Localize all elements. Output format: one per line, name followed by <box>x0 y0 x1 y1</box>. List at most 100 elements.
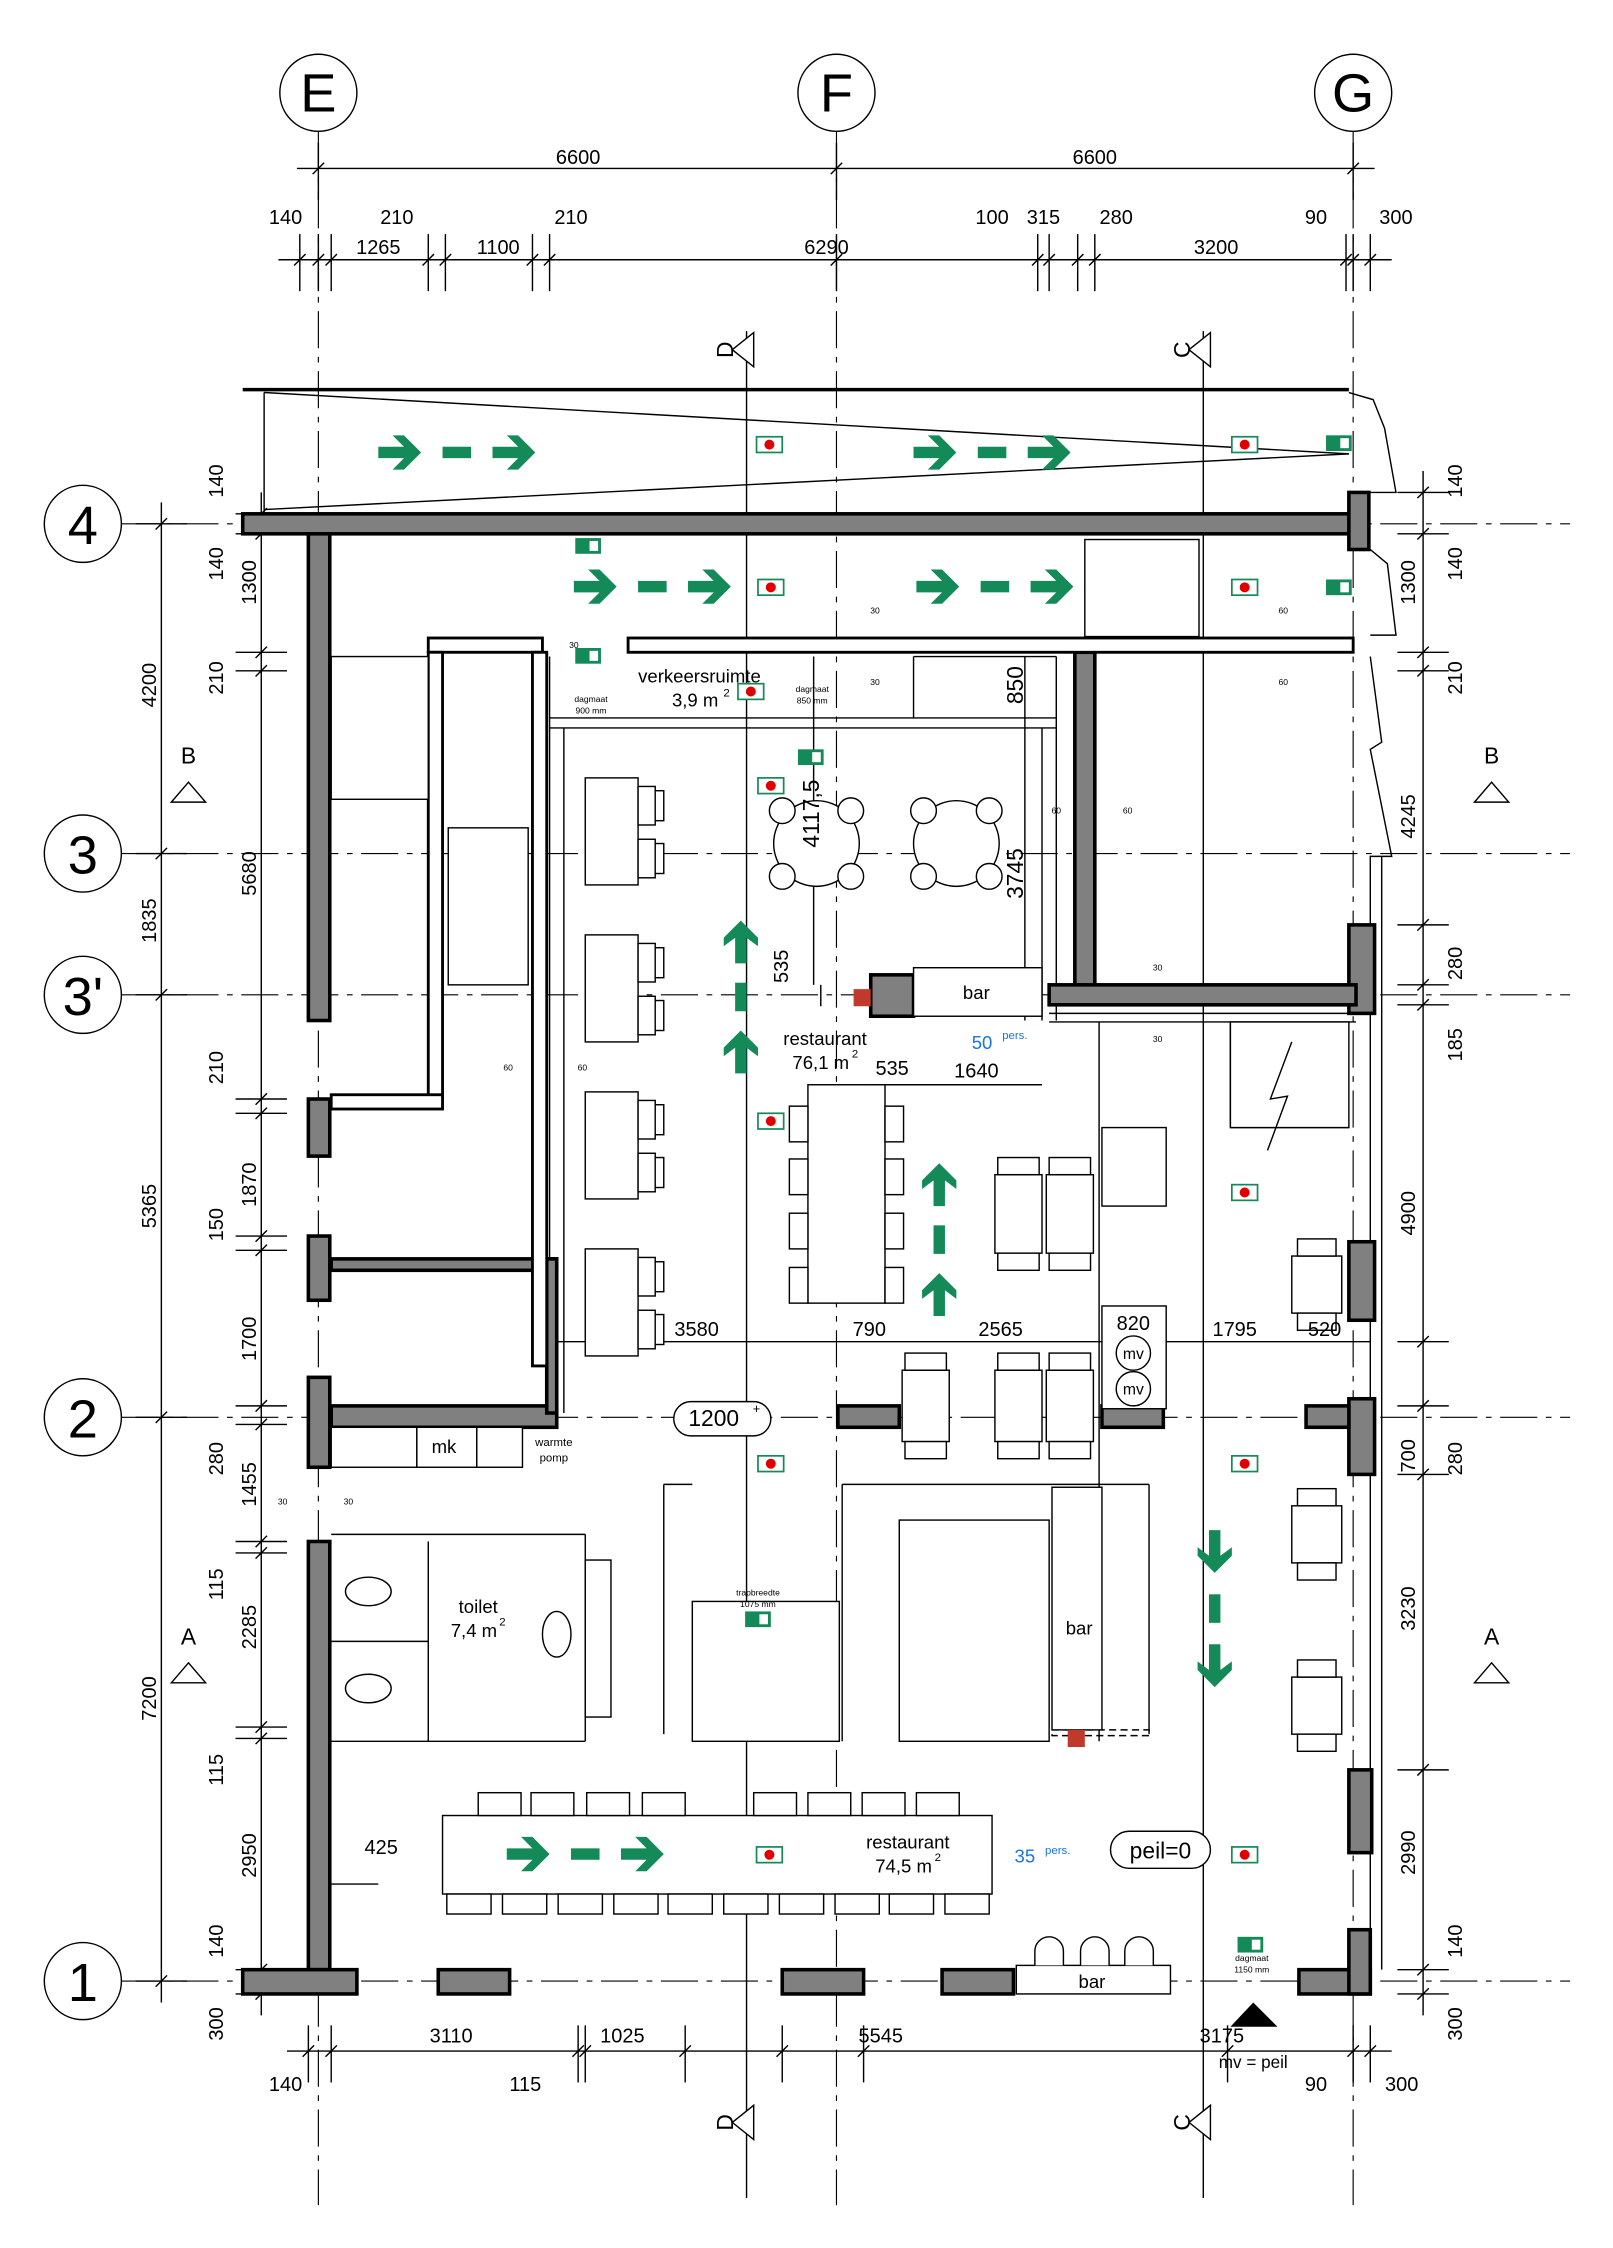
chair <box>768 862 796 890</box>
dimension-label: 425 <box>365 1837 398 1859</box>
wall <box>1347 490 1371 552</box>
dimension-tick <box>1042 253 1056 266</box>
dimension-tick <box>1364 2044 1377 2058</box>
dimension-tick <box>857 2044 870 2058</box>
dimension-label: 1835 <box>139 898 161 942</box>
toilet-bowl <box>344 1576 392 1607</box>
hatched-wall <box>626 636 1355 654</box>
room-name: toilet <box>459 1596 499 1617</box>
canopy-slope <box>264 391 1349 455</box>
dimension-tick <box>422 253 435 266</box>
dimension-label: 2990 <box>1398 1830 1420 1874</box>
fire-hose-reel-icon <box>853 989 871 1007</box>
chair <box>1296 1238 1337 1257</box>
dimension-tick <box>439 253 452 266</box>
fire-extinguisher-icon <box>765 780 776 791</box>
dimension-label: 6290 <box>804 237 848 259</box>
wall <box>240 512 1365 536</box>
dimension-tick <box>1346 2044 1360 2058</box>
staircase <box>447 827 529 986</box>
booth-table <box>584 777 639 886</box>
dimension-label: 90 <box>1305 207 1327 229</box>
table <box>994 1173 1043 1254</box>
round-table <box>772 800 861 888</box>
mv-circle <box>1115 1335 1152 1371</box>
escape-arrow-dash <box>1208 1594 1221 1623</box>
escape-arrow-icon <box>506 1836 550 1872</box>
chair <box>837 862 865 890</box>
dimension-label: 140 <box>206 464 228 497</box>
chair <box>834 1893 881 1915</box>
chair <box>1296 1562 1337 1581</box>
dimension-label: 1300 <box>1398 560 1420 604</box>
clear-opening-label: 850 mm <box>797 696 828 706</box>
wall <box>329 1404 559 1430</box>
clear-opening-label: 1150 mm <box>1234 1965 1269 1975</box>
level-label: 1200 <box>688 1405 739 1431</box>
chair <box>637 942 656 983</box>
room-area: 74,5 m <box>875 1856 932 1877</box>
dimension-tick <box>1416 486 1430 499</box>
exit-door-icon <box>812 752 821 763</box>
dimension-label: 1640 <box>954 1061 998 1083</box>
heat-pump-label: pomp <box>540 1453 569 1465</box>
chair <box>1048 1352 1092 1371</box>
chair <box>1296 1312 1337 1331</box>
dimension-label: 1870 <box>239 1162 261 1206</box>
clear-opening-label: 900 mm <box>576 706 607 716</box>
dimension-label: 280 <box>1100 207 1133 229</box>
clear-opening-label: dagmaat <box>796 684 830 694</box>
fire-extinguisher-icon <box>764 1849 775 1860</box>
wall <box>306 1234 332 1303</box>
wall <box>1347 1927 1373 1996</box>
dimension-label: 3745 <box>1002 848 1028 899</box>
bar-stool <box>1079 1936 1110 1966</box>
capacity-unit: pers. <box>1002 1030 1027 1042</box>
chair <box>884 1266 905 1304</box>
wall <box>1304 1404 1351 1430</box>
dimension-label: 4200 <box>139 663 161 707</box>
chair <box>557 1893 604 1915</box>
dimension-label: 6600 <box>1073 147 1117 169</box>
meter-cupboard-label: mk <box>432 1436 457 1457</box>
exit-door-icon <box>1251 1939 1261 1950</box>
bar-counter <box>912 966 1043 1017</box>
stair-width-label: 1075 mm <box>740 1599 776 1609</box>
staircase <box>898 1519 1050 1743</box>
room-name: restaurant <box>783 1028 867 1049</box>
dimension-label: 1025 <box>600 2025 644 2047</box>
dimension-tick <box>1364 253 1377 266</box>
chair-back <box>654 790 665 822</box>
chair <box>944 1893 990 1915</box>
round-table <box>912 800 1000 888</box>
chair <box>637 1309 656 1350</box>
section-marker-triangle-icon <box>731 331 755 369</box>
heat-pump-label: warmte <box>534 1437 572 1449</box>
dimension-label: 5545 <box>859 2025 903 2047</box>
chair <box>641 1791 686 1817</box>
dimension-tick <box>255 1244 268 1257</box>
dimension-label: 1100 <box>477 237 520 259</box>
wall <box>1047 983 1358 1007</box>
chair <box>997 1440 1040 1460</box>
chair <box>501 1893 548 1915</box>
chair <box>904 1440 948 1460</box>
wall <box>306 1097 332 1158</box>
room-area: 7,4 m <box>451 1620 497 1641</box>
escape-arrow-icon <box>688 569 731 604</box>
chair <box>530 1791 575 1817</box>
chair <box>909 797 938 825</box>
staircase <box>330 655 429 801</box>
chair <box>446 1893 492 1915</box>
dimension-label: 3580 <box>674 1319 718 1341</box>
room-area-sup: 2 <box>935 1852 941 1864</box>
mv-label: mv <box>1123 1346 1144 1363</box>
dimension-label: 3230 <box>1398 1586 1420 1630</box>
meter-cupboard <box>416 1426 478 1468</box>
chair <box>667 1893 714 1915</box>
room-area: 76,1 m <box>792 1052 849 1073</box>
dimension-tick <box>293 253 307 266</box>
dimension-tick <box>1031 253 1044 266</box>
grid-label-row: 2 <box>68 1389 98 1449</box>
dimension-label: 300 <box>1445 2007 1467 2040</box>
